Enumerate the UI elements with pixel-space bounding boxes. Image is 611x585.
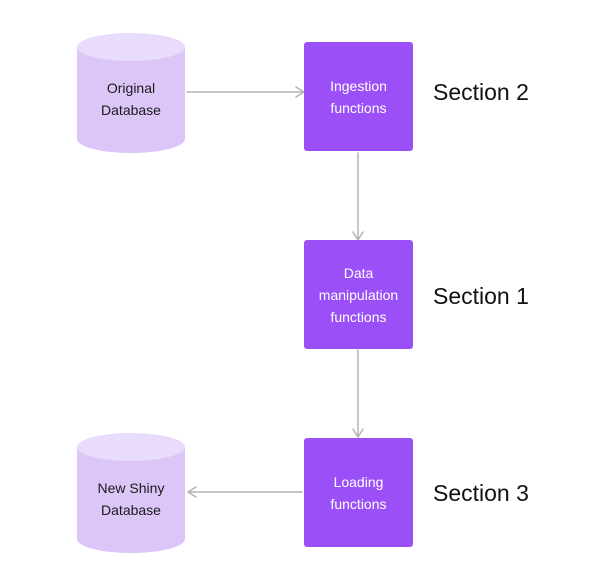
database-label-line2: Database (101, 102, 161, 118)
arrowhead-loading-to-new-db (187, 486, 197, 498)
section-label-ingestion: Section 2 (433, 79, 529, 105)
database-body (77, 447, 185, 539)
database-top (77, 33, 185, 61)
database-label: New Shiny Database (77, 477, 185, 521)
box-label-line1: Loading (333, 473, 384, 490)
database-bottom (77, 525, 185, 553)
database-label-line1: New Shiny (97, 480, 165, 496)
loading-functions-box: Loading functions (304, 438, 413, 547)
section-label-manipulation: Section 1 (433, 283, 529, 309)
box-label-line1: Ingestion (330, 77, 387, 94)
database-top (77, 433, 185, 461)
original-database: Original Database (77, 33, 185, 153)
box-label-line2: functions (330, 495, 387, 512)
new-shiny-database: New Shiny Database (77, 433, 185, 553)
arrowhead-manipulation-to-loading (352, 428, 364, 438)
database-body (77, 47, 185, 139)
box-label-line2: manipulation (318, 286, 399, 303)
ingestion-functions-box: Ingestion functions (304, 42, 413, 151)
box-label-line3: functions (330, 308, 387, 325)
database-bottom (77, 125, 185, 153)
box-label-line1: Data (343, 264, 374, 281)
box-label-line2: functions (330, 99, 387, 116)
database-label: Original Database (77, 77, 185, 121)
section-label-loading: Section 3 (433, 480, 529, 506)
data-manipulation-functions-box: Data manipulation functions (304, 240, 413, 349)
database-label-line2: Database (101, 502, 161, 518)
database-label-line1: Original (106, 80, 156, 96)
